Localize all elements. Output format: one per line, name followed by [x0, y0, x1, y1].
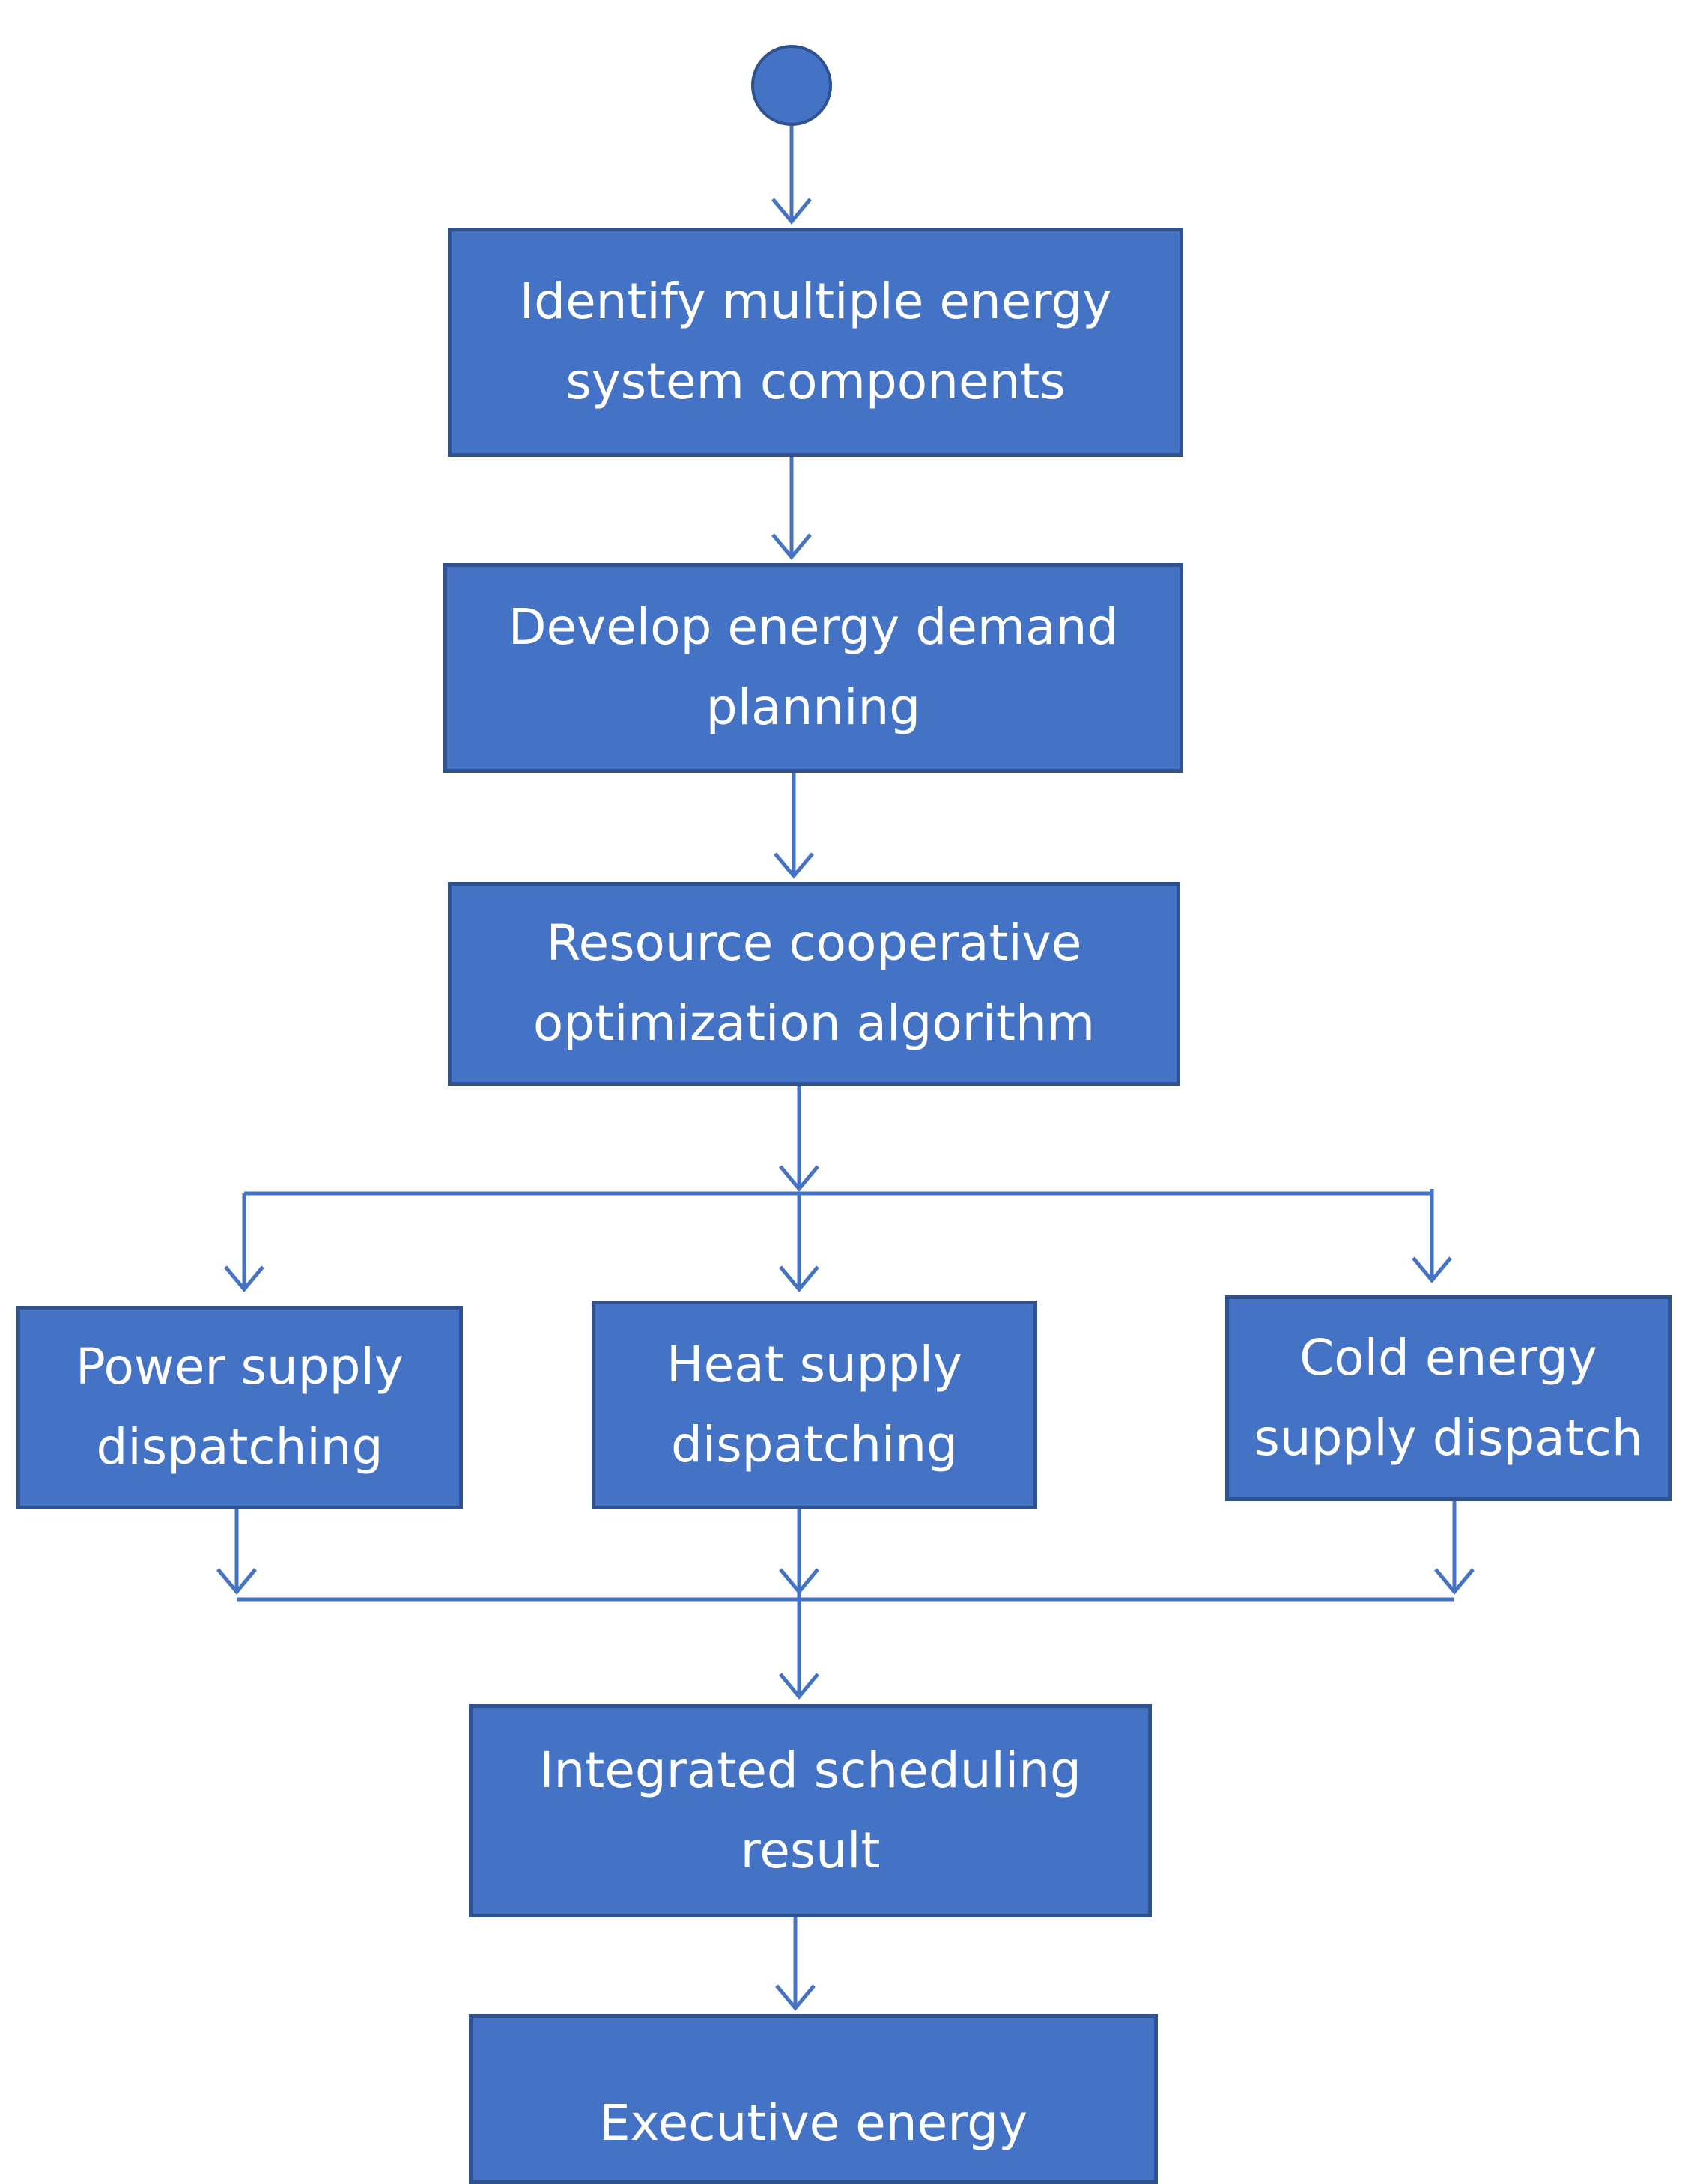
node-integrated-label: Integrated scheduling result — [539, 1741, 1081, 1879]
node-executive-energy: Executive energy — [469, 2014, 1158, 2184]
arrowhead-branch — [779, 1165, 819, 1192]
arrowhead-merge-left — [216, 1568, 257, 1595]
arrowhead-develop — [771, 533, 812, 560]
node-power-label: Power supply dispatching — [76, 1338, 404, 1476]
node-cold-supply: Cold energy supply dispatch — [1225, 1295, 1672, 1501]
arrowhead-executive — [775, 1984, 816, 2011]
node-identify-label: Identify multiple energy system componen… — [519, 273, 1112, 410]
arrowhead-heat — [779, 1265, 819, 1292]
node-heat-label: Heat supply dispatching — [667, 1335, 962, 1473]
arrowhead-identify — [771, 198, 812, 225]
arrowhead-resource — [774, 852, 814, 879]
node-resource-label: Resource cooperative optimization algori… — [532, 914, 1096, 1052]
node-resource-optimization: Resource cooperative optimization algori… — [448, 882, 1180, 1086]
node-develop-demand-planning: Develop energy demand planning — [443, 563, 1183, 773]
node-integrated-result: Integrated scheduling result — [469, 1704, 1152, 1917]
node-identify-components: Identify multiple energy system componen… — [448, 228, 1183, 457]
node-develop-label: Develop energy demand planning — [508, 598, 1119, 736]
arrowhead-merge-right — [1434, 1568, 1475, 1595]
node-cold-label: Cold energy supply dispatch — [1254, 1328, 1643, 1467]
arrowhead-cold — [1412, 1256, 1452, 1283]
start-node — [751, 45, 832, 126]
node-power-supply: Power supply dispatching — [16, 1306, 463, 1509]
node-executive-label: Executive energy — [598, 2094, 1028, 2152]
node-heat-supply: Heat supply dispatching — [592, 1301, 1037, 1509]
arrowhead-power — [224, 1265, 264, 1292]
arrowhead-integrated — [779, 1673, 819, 1700]
